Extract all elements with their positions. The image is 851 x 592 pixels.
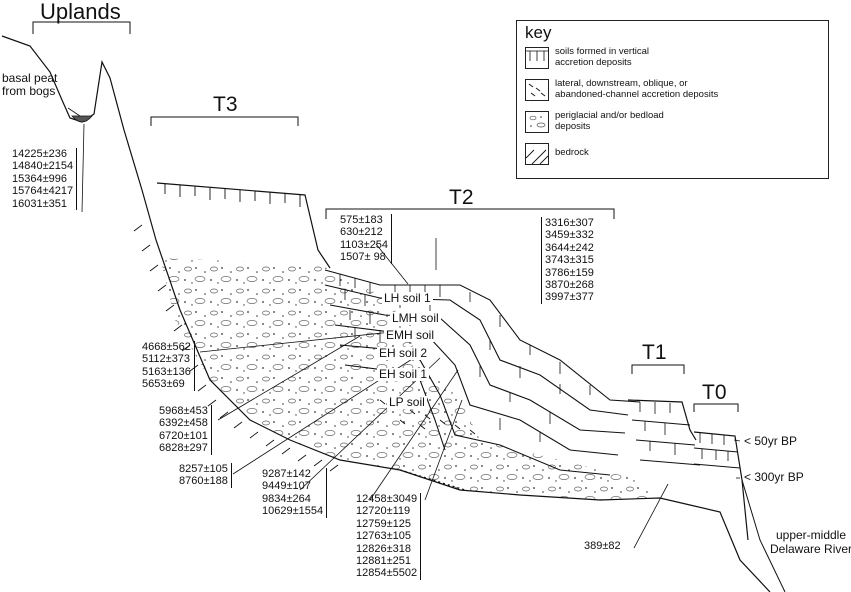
t2-label: T2	[449, 186, 474, 209]
date-value: 3786±159	[545, 266, 594, 279]
uplands-bracket	[32, 21, 131, 34]
date-value: 8257±105	[179, 463, 228, 475]
date-value: 8760±188	[179, 475, 228, 488]
date-value: 3997±377	[545, 291, 594, 304]
river-bank	[741, 479, 786, 592]
soil-eh1: EH soil 1	[377, 367, 430, 382]
t3-soil-ticks	[164, 184, 301, 207]
three-hundred-year-label: < 300yr BP	[744, 470, 804, 484]
t3-bracket	[150, 116, 299, 126]
periglacial-icon	[525, 111, 549, 133]
river-label: upper-middle Delaware River	[770, 528, 851, 556]
fifty-year-label: < 50yr BP	[744, 434, 798, 448]
date-value: 3459±332	[545, 229, 594, 242]
date-value: 3743±315	[545, 254, 594, 267]
date-value: 9834±264	[262, 492, 311, 505]
soil-eh2: EH soil 2	[377, 346, 430, 361]
bedrock-icon	[525, 143, 549, 165]
t0-bracket	[693, 403, 739, 412]
date-value: 15764±4217	[12, 185, 74, 198]
date-value: 1103±254	[340, 238, 389, 251]
key-title: key	[525, 23, 552, 42]
date-value: 12759±125	[356, 517, 411, 530]
bedrock-hatching	[133, 224, 339, 472]
date-value: 6392±458	[159, 417, 208, 430]
key-text-soil: soils formed in vertical accretion depos…	[555, 46, 649, 68]
t0-soil-ticks	[699, 433, 729, 461]
date-value: 15364±996	[12, 172, 67, 185]
key-text-bedrock: bedrock	[555, 147, 589, 158]
date-value: 5653±69	[142, 378, 185, 391]
date-value: 9287±142	[262, 468, 311, 480]
date-value: 5163±136	[142, 365, 191, 378]
date-value: 14840±2154	[12, 160, 74, 173]
date-value: 575±183	[340, 214, 383, 226]
date-value: 5112±373	[142, 353, 191, 366]
t0-label: T0	[702, 381, 727, 404]
t1-label: T1	[642, 341, 667, 364]
basal-peat-label: basal peat from bogs	[2, 71, 58, 98]
date-value: 12826±318	[356, 542, 411, 555]
date-value: 6828±297	[159, 442, 208, 455]
key-text-lateral: lateral, downstream, oblique, or abandon…	[555, 78, 719, 100]
date-value: 14225±236	[12, 148, 67, 160]
soil-lp: LP soil	[387, 395, 427, 410]
date-value: 630±212	[340, 226, 383, 239]
t3-surface	[156, 182, 331, 269]
bog-peat	[71, 115, 93, 123]
t1-soil-ticks	[639, 402, 676, 455]
key-legend: key soils formed in vertical accretion d…	[516, 20, 829, 179]
date-value: 12720±119	[356, 505, 411, 518]
date-value: 3644±242	[545, 241, 594, 254]
date-value: 12881±251	[356, 554, 411, 567]
date-value: 16031±351	[12, 197, 67, 210]
date-value: 9449±107	[262, 480, 311, 493]
t0-layers	[693, 447, 741, 469]
date-value: 12763±105	[356, 530, 411, 543]
t0-surface	[693, 431, 749, 541]
date-value: 12458±3049	[356, 493, 418, 505]
key-text-periglacial: periglacial and/or bedload deposits	[555, 110, 664, 132]
date-value: 10629±1554	[262, 505, 324, 518]
soil-icon	[525, 47, 549, 69]
date-value: 3316±307	[545, 217, 594, 229]
date-value: 1507± 98	[340, 251, 386, 264]
uplands-label: Uplands	[40, 0, 121, 24]
date-value: 12854±5502	[356, 567, 418, 580]
soil-lh1: LH soil 1	[382, 291, 433, 306]
t1-layers	[631, 419, 701, 466]
soil-emh: EMH soil	[384, 328, 437, 343]
t1-surface	[627, 399, 697, 441]
date-value: 4668±562	[142, 341, 191, 353]
lp-dotted-boundary	[399, 469, 466, 491]
t1-bracket	[631, 364, 685, 374]
date-value: 5968±453	[159, 405, 208, 417]
lateral-accretion-icon	[525, 79, 549, 101]
date-value: 389±82	[584, 540, 621, 552]
date-value: 6720±101	[159, 429, 208, 442]
dates-t1: 389±82	[584, 540, 621, 552]
t3-label: T3	[213, 93, 238, 116]
upland-profile	[1, 35, 771, 592]
soil-lmh: LMH soil	[390, 311, 441, 326]
date-value: 3870±268	[545, 278, 594, 291]
t2-bracket	[325, 208, 615, 219]
